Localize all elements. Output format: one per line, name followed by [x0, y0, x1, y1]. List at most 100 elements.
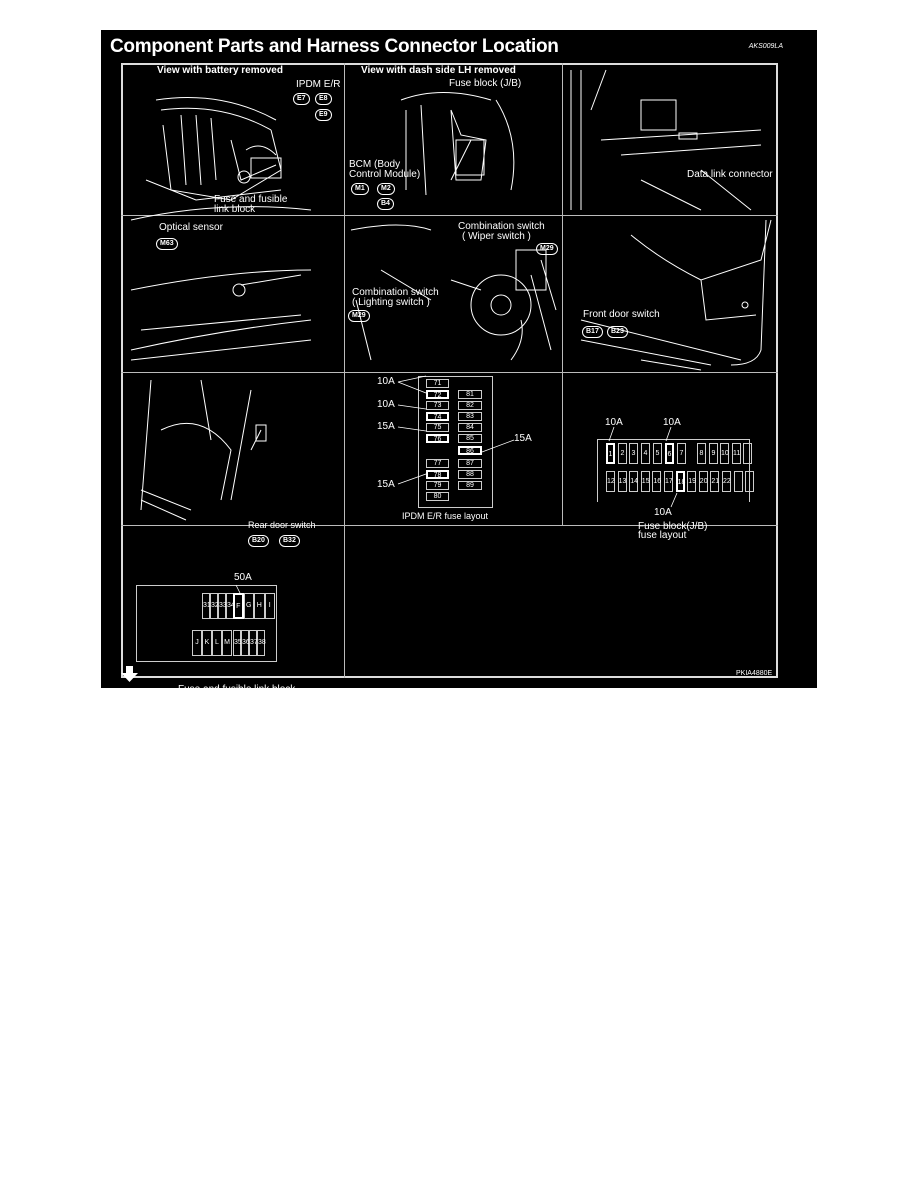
- lighting-switch-label: Combination switch: [352, 287, 439, 298]
- fuse-17: 17: [664, 471, 673, 492]
- fuse-9: 9: [709, 443, 718, 464]
- fuse-link-label-2: link block: [214, 204, 256, 215]
- bcm-label: BCM (Body: [349, 159, 401, 170]
- divider: [562, 63, 563, 525]
- fuse-14: 14: [629, 471, 639, 492]
- optical-sensor-label: Optical sensor: [159, 222, 223, 233]
- fuse-37: 37: [249, 630, 258, 656]
- fuse-5: 5: [653, 443, 662, 464]
- fuse-31: 31: [202, 593, 211, 619]
- heading-battery-removed: View with battery removed: [157, 65, 283, 76]
- bcm-label-2: Control Module): [349, 169, 421, 180]
- fuse-blank: [745, 471, 755, 492]
- wiper-switch-label: Combination switch: [458, 221, 545, 232]
- lighting-switch-label-2: ( Lighting switch ): [352, 297, 430, 308]
- connector-b32: B32: [279, 535, 300, 547]
- dash-side-drawing: [400, 92, 515, 196]
- fuse-73: 73: [426, 401, 449, 410]
- dlc-label: Data link connector: [687, 169, 773, 180]
- fuse-L: L: [212, 630, 222, 656]
- rating-label: 10A: [377, 376, 395, 387]
- fuse-M: M: [222, 630, 232, 656]
- page-title: Component Parts and Harness Connector Lo…: [110, 36, 559, 57]
- link-block-caption-2: fuse layout: [178, 693, 227, 704]
- fuse-15: 15: [640, 471, 650, 492]
- front-arrow-icon: [121, 666, 138, 682]
- fuse-22: 22: [722, 471, 731, 492]
- fuse-81: 81: [458, 390, 482, 399]
- connector-m63: M63: [156, 238, 178, 250]
- fuse-32: 32: [210, 593, 219, 619]
- fuse-75: 75: [426, 423, 449, 432]
- connector-m2: M2: [377, 183, 395, 195]
- fuse-88: 88: [458, 470, 482, 479]
- fuse-F: F: [233, 593, 244, 619]
- panel-grid: [121, 63, 778, 678]
- fuse-87: 87: [458, 459, 482, 468]
- diagram-sheet: Component Parts and Harness Connector Lo…: [101, 30, 817, 704]
- figure-code: AKS009LA: [748, 43, 783, 50]
- front-door-drawing: [580, 219, 772, 371]
- fuse-blank: [733, 471, 743, 492]
- fuse-18: 18: [675, 471, 685, 492]
- connector-m29-lighting: M29: [348, 310, 370, 322]
- fuse-I: I: [264, 593, 275, 619]
- line-art-illustrations: [130, 69, 772, 521]
- fuse-78: 78: [426, 470, 449, 479]
- figure-code-bottom: PKIA4880E: [736, 670, 773, 677]
- dlc-drawing: [570, 69, 762, 211]
- divider: [121, 215, 778, 216]
- jb-caption-2: fuse layout: [638, 530, 687, 541]
- fuse-7: 7: [677, 443, 686, 464]
- divider: [344, 63, 345, 678]
- fuse-85: 85: [458, 434, 482, 443]
- fuse-3: 3: [629, 443, 638, 464]
- connector-e8: E8: [315, 93, 332, 105]
- fuse-35: 35: [233, 630, 242, 656]
- rating-label: 50A: [234, 572, 252, 583]
- fuse-11: 11: [732, 443, 741, 464]
- link-block-box: [136, 585, 277, 662]
- connector-b17: B17: [582, 326, 603, 338]
- divider: [121, 525, 778, 526]
- ipdm-caption: IPDM E/R fuse layout: [402, 511, 489, 521]
- fuse-74: 74: [426, 412, 449, 421]
- heading-dash-removed: View with dash side LH removed: [361, 65, 516, 76]
- link-block-caption: Fuse and fusible link block: [178, 684, 296, 695]
- fuse-block-label: Fuse block (J/B): [449, 78, 522, 89]
- fuse-13: 13: [617, 471, 627, 492]
- fuse-6: 6: [665, 443, 674, 464]
- fuse-72: 72: [426, 390, 449, 399]
- fuse-K: K: [202, 630, 212, 656]
- fuse-10: 10: [720, 443, 729, 464]
- fuse-1: 1: [606, 443, 615, 464]
- fuse-36: 36: [241, 630, 250, 656]
- rating-label: 15A: [377, 479, 395, 490]
- fuse-19: 19: [687, 471, 697, 492]
- front-label: Front: [119, 691, 141, 701]
- connector-b4: B4: [377, 198, 394, 210]
- engine-room-drawing: [145, 97, 282, 201]
- optical-drawing: [130, 206, 312, 361]
- ipdm-fuse-box: [418, 376, 493, 508]
- front-door-switch-label: Front door switch: [583, 309, 660, 320]
- fuse-H: H: [254, 593, 265, 619]
- fuse-86: 86: [458, 446, 482, 455]
- fuse-blank: [743, 443, 752, 464]
- rating-label: 10A: [605, 417, 623, 428]
- steering-drawing: [350, 224, 557, 361]
- fuse-link-label: Fuse and fusible: [214, 194, 288, 205]
- fuse-16: 16: [652, 471, 662, 492]
- wiper-switch-label-2: ( Wiper switch ): [462, 231, 531, 242]
- fuse-12: 12: [606, 471, 615, 492]
- connector-e9: E9: [315, 109, 332, 121]
- fuse-82: 82: [458, 401, 482, 410]
- fuse-84: 84: [458, 423, 482, 432]
- rating-label: 10A: [663, 417, 681, 428]
- connector-b20: B20: [248, 535, 269, 547]
- jb-fuse-box: [597, 439, 750, 502]
- jb-leader-lines: [608, 426, 678, 508]
- fuse-J: J: [192, 630, 202, 656]
- fuse-89: 89: [458, 481, 482, 490]
- rear-door-switch-label: Rear door switch: [248, 520, 316, 530]
